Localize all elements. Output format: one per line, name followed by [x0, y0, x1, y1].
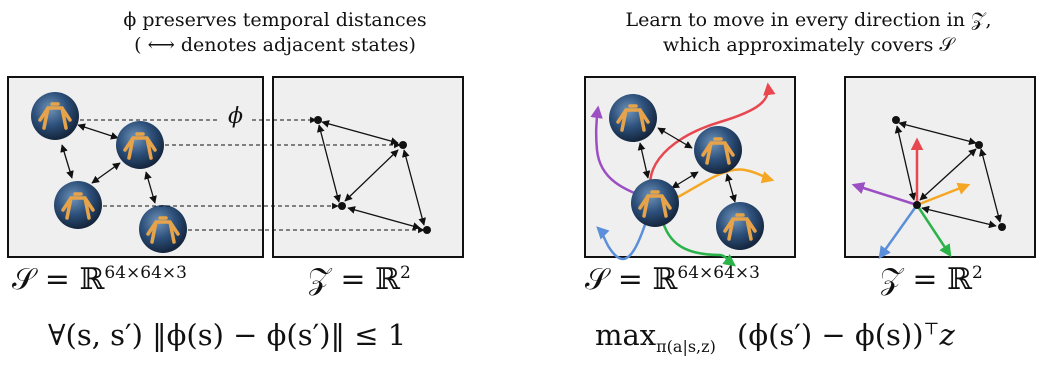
right-caption: Learn to move in every direction in 𝒵, w… [575, 8, 1042, 58]
robot-state-image [116, 121, 164, 169]
trajectory-blue [596, 209, 652, 261]
robot-state-image [716, 202, 764, 250]
latent-edge [919, 148, 977, 201]
latent-edge [316, 124, 342, 203]
right-objective: maxπ(a|s,z) (ϕ(s′) − ϕ(s))⊤z [595, 318, 955, 356]
left-state-space-label: 𝒮 = ℝ64×64×3 [12, 262, 187, 297]
latent-point [913, 201, 921, 209]
robot-state-image [694, 126, 742, 174]
left-caption-line1: ϕ preserves temporal distances [123, 9, 427, 31]
state-edge [77, 123, 119, 140]
robot-state-image [139, 205, 187, 253]
latent-point [892, 116, 900, 124]
direction-orange [916, 182, 971, 207]
direction-green [915, 204, 952, 258]
right-state-space-label: 𝒮 = ℝ64×64×3 [585, 262, 760, 297]
state-edge [144, 171, 157, 204]
robot-state-image [54, 181, 102, 229]
robot-state-image [631, 179, 679, 227]
right-latent-space-label: 𝒵 = ℝ2 [880, 262, 983, 297]
state-edge [657, 127, 693, 149]
latent-edge [894, 125, 917, 201]
direction-blue [878, 204, 919, 260]
direction-purple [851, 182, 918, 207]
trajectory-orange [659, 168, 775, 207]
robot-state-image [31, 92, 79, 140]
right-latent-panel [844, 76, 1036, 258]
left-caption-line2: ( ⟷ denotes adjacent states) [134, 34, 416, 56]
latent-point [423, 226, 431, 234]
state-edge [91, 162, 121, 184]
latent-point [399, 141, 407, 149]
trajectory-red [649, 82, 776, 201]
latent-point [998, 223, 1006, 231]
trajectory-green [658, 209, 736, 267]
left-latent-space-label: 𝒵 = ℝ2 [308, 262, 411, 297]
state-edge [60, 144, 74, 179]
left-constraint: ∀(s, s′) ‖ϕ(s) − ϕ(s′)‖ ≤ 1 [48, 318, 407, 352]
state-edge [725, 173, 737, 203]
state-edge [637, 142, 651, 179]
latent-point [338, 202, 346, 210]
left-caption: ϕ preserves temporal distances ( ⟷ denot… [20, 8, 530, 58]
right-caption-line2: which approximately covers 𝒮 [662, 34, 955, 56]
trajectory-purple [590, 105, 649, 200]
latent-edge [921, 205, 997, 229]
latent-point [314, 116, 322, 124]
latent-edge [344, 149, 399, 202]
state-edge [671, 171, 699, 189]
adjacency-arrow-icon: ⟷ [147, 34, 175, 56]
latent-point [975, 141, 983, 149]
robot-state-image [609, 94, 657, 142]
latent-edge [978, 148, 1003, 223]
phi-label: ϕ [226, 104, 245, 129]
right-caption-line1: Learn to move in every direction in 𝒵, [625, 9, 992, 31]
latent-edge [347, 206, 421, 230]
